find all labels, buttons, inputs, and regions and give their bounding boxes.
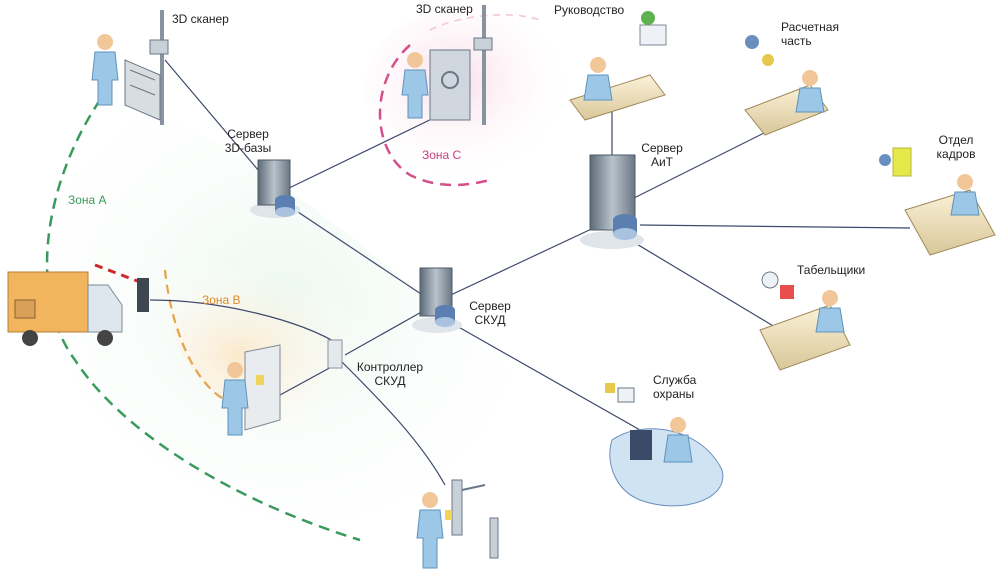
scanner-top-label: 3D сканер (416, 2, 473, 16)
door (244, 344, 281, 431)
link-controller-door (279, 364, 336, 396)
link-controller-barrier (149, 299, 341, 346)
zone-a-label: Зона А (68, 193, 107, 207)
controller-box (327, 339, 343, 369)
server-3d-database (250, 159, 300, 218)
server-ait (580, 154, 644, 249)
security-label-line2: охраны (653, 387, 695, 401)
security-label-line1: Служба (653, 373, 697, 387)
workstation-payroll (744, 35, 829, 136)
person-scanner-left (91, 34, 119, 106)
payroll-label-line2: часть (781, 34, 812, 48)
scanner-left-label: 3D сканер (172, 12, 229, 26)
link-server-skud-controller (344, 309, 426, 356)
link-scanner-left-server-3d (164, 59, 276, 191)
controller-label-line1: Контроллер (356, 360, 424, 374)
management-label: Руководство (554, 3, 625, 17)
server-ait-label-line1: Сервер (641, 141, 683, 155)
zone-b-label: Зона B (202, 293, 241, 307)
turnstile-station (451, 479, 499, 559)
link-server-ait-timekeepers (629, 239, 781, 331)
server-skud-label-line1: Сервер (469, 299, 511, 313)
hr-label-line1: Отдел (938, 133, 974, 147)
barrier-gate (94, 263, 149, 312)
controller-label-line2: СКУД (374, 374, 406, 388)
payroll-label-line1: Расчетная (781, 20, 839, 34)
link-controller-turnstile (339, 359, 446, 486)
scanner-left-station (124, 10, 169, 125)
server-ait-label-line2: АиТ (650, 155, 674, 169)
person-turnstile (416, 492, 452, 569)
link-server-3d-server-skud (279, 199, 431, 301)
delivery-truck (7, 271, 123, 346)
person-scanner-top (401, 52, 429, 119)
workstation-security (605, 383, 724, 507)
network-links (149, 59, 911, 486)
link-server-ait-payroll (629, 129, 771, 201)
timekeepers-label: Табельщики (797, 263, 866, 277)
workstation-hr (879, 147, 996, 256)
link-server-skud-security (454, 324, 641, 431)
link-server-3d-scanner-top (284, 114, 441, 191)
zone-c-label: Зона C (422, 148, 462, 162)
scanner-top-station (429, 5, 493, 125)
link-server-skud-server-ait (439, 224, 601, 301)
hr-label-line2: кадров (936, 147, 976, 161)
workstation-management (569, 11, 667, 121)
server-3d-label-line1: Сервер (227, 127, 269, 141)
link-server-ait-hr (639, 224, 911, 229)
server-skud-label-line2: СКУД (474, 313, 506, 327)
workstation-timekeepers (759, 271, 851, 371)
person-door (221, 362, 249, 436)
server-3d-label-line2: 3D-базы (224, 141, 272, 155)
server-skud (412, 267, 462, 333)
